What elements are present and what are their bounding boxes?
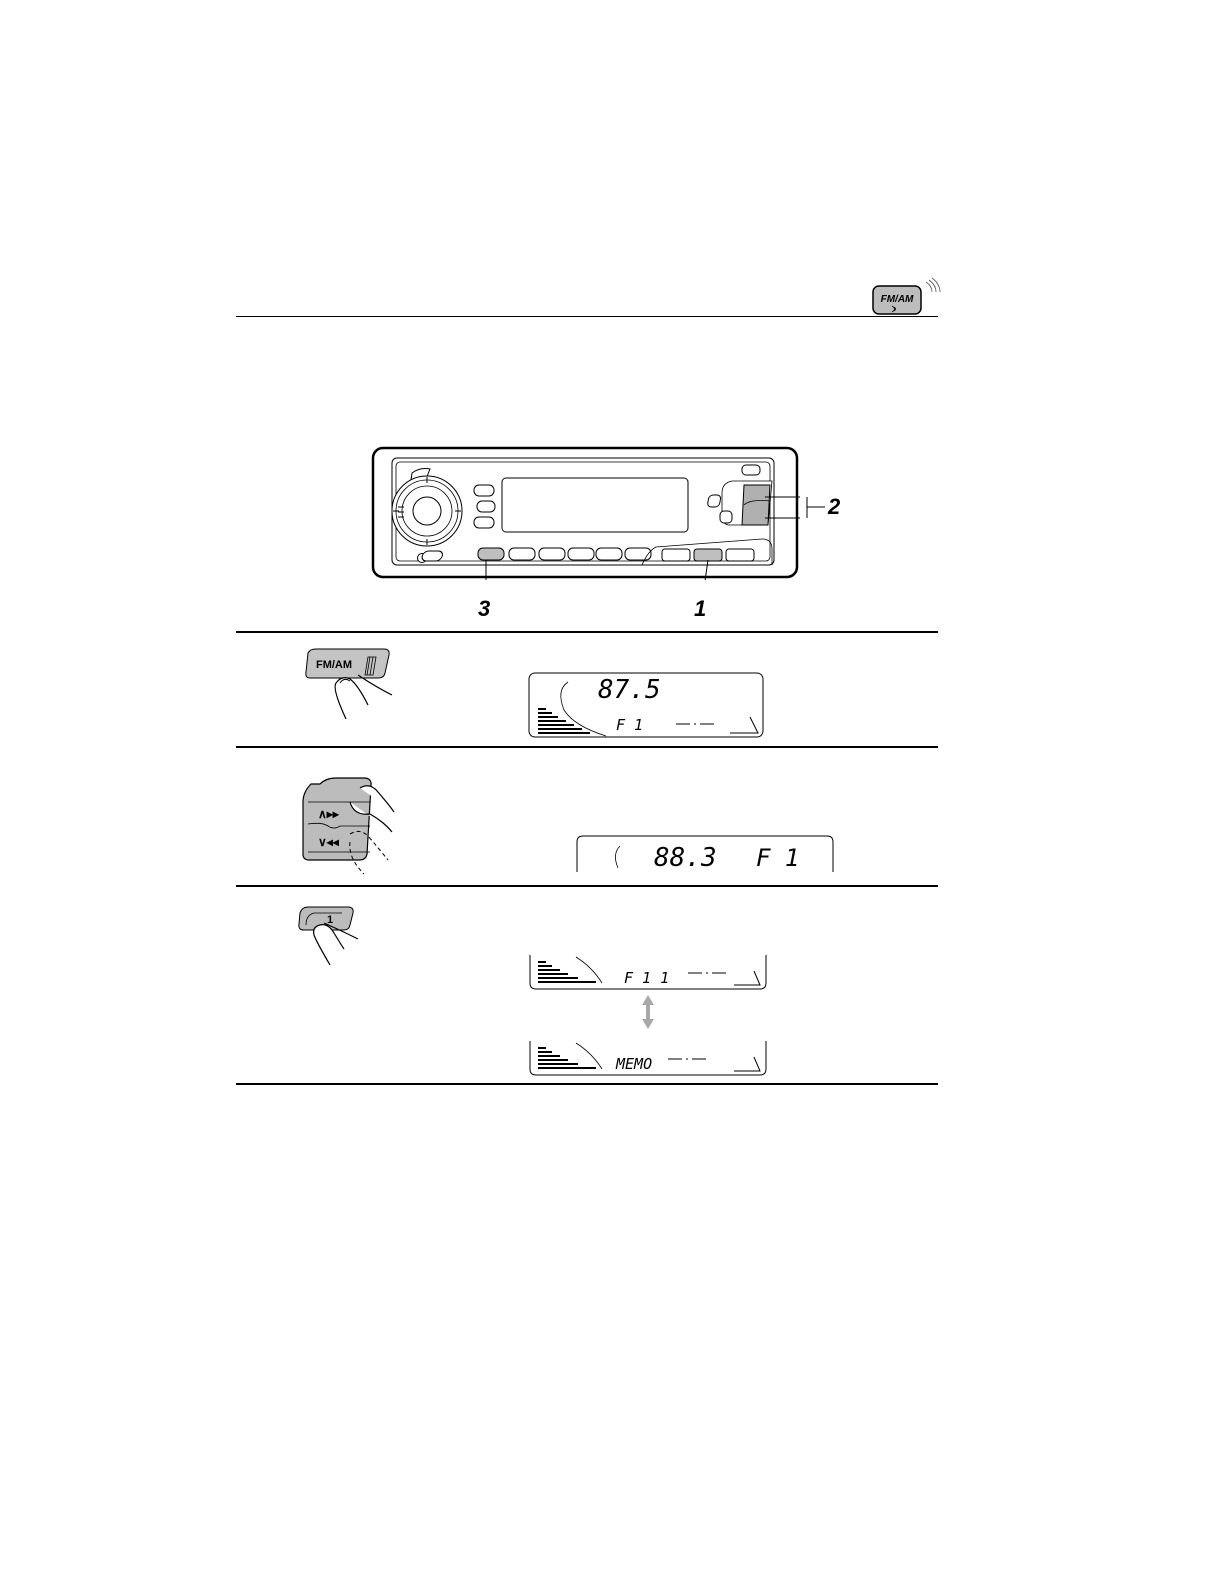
callout-number-3: 3 <box>478 598 490 620</box>
up-seek-label: ∧▸▸ <box>318 807 340 821</box>
stereo-front-panel <box>370 445 800 580</box>
page-header: FM/AM <box>860 276 950 320</box>
callout-number-1: 1 <box>694 598 706 620</box>
lcd-band: F 1 <box>756 844 799 872</box>
lcd-text: F 1 1 <box>624 969 669 987</box>
finger-icon <box>335 675 392 719</box>
fm-am-band-icon: FM/AM <box>860 276 950 320</box>
down-seek-label: ∨◂◂ <box>318 835 340 849</box>
fm-am-button-label: FM/AM <box>316 659 352 671</box>
header-icon-label: FM/AM <box>881 294 914 305</box>
preset-button-5[interactable] <box>596 548 622 560</box>
lcd-display-step-3-b: MEMO <box>528 1039 768 1077</box>
up-down-buttons[interactable] <box>742 485 770 525</box>
up-down-button-press-illustration[interactable]: ∧▸▸ ∨◂◂ <box>298 772 418 884</box>
preset-button-6[interactable] <box>625 548 651 560</box>
fm-am-button-press-illustration[interactable]: FM/AM <box>298 643 398 738</box>
sel-button[interactable] <box>662 549 690 561</box>
preset-button-4[interactable] <box>568 548 594 560</box>
section-divider-4 <box>236 1083 938 1085</box>
lcd-display-step-2: 88.3 F 1 <box>576 834 834 874</box>
preset-button-1[interactable] <box>478 548 504 560</box>
cd-button[interactable] <box>726 549 754 561</box>
lcd-display-step-1: 87.5 F 1 <box>528 672 764 738</box>
callout-bracket-2 <box>800 490 830 530</box>
preset-button-2[interactable] <box>509 548 535 560</box>
step-2: ∧▸▸ ∨◂◂ 88.3 F 1 <box>236 748 938 885</box>
step-3: 1 F 1 1 MEMO <box>236 887 938 1084</box>
lcd-band: F 1 <box>616 716 643 734</box>
lcd-display-step-3-a: F 1 1 <box>528 953 768 991</box>
header-rule <box>236 316 938 317</box>
lcd-frequency: 87.5 <box>598 675 661 705</box>
callout-number-2: 2 <box>828 496 840 518</box>
step-1: FM/AM 87.5 F 1 <box>236 633 938 746</box>
preset-button-3[interactable] <box>539 548 565 560</box>
lcd-text: MEMO <box>615 1055 652 1073</box>
preset-button-1-press-illustration[interactable]: 1 <box>294 903 374 973</box>
fm-am-button[interactable] <box>694 549 722 561</box>
up-down-arrow-icon <box>638 993 658 1033</box>
lcd-frequency: 88.3 <box>654 843 717 873</box>
